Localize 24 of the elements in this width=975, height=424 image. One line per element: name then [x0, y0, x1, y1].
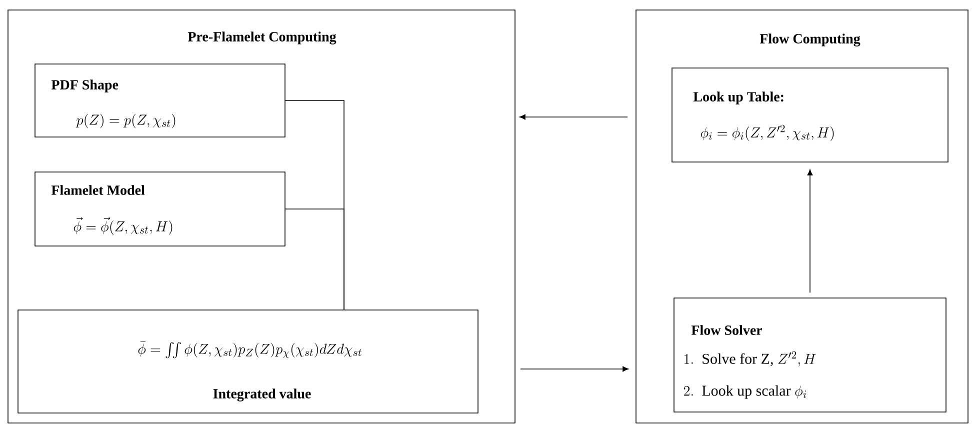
box-heading: Look up Table: — [693, 92, 784, 104]
box-heading: Flow Solver — [691, 325, 762, 335]
box-heading: Flamelet Model — [51, 185, 145, 195]
connector-line — [285, 208, 344, 310]
arrow — [519, 114, 628, 120]
arrow — [807, 169, 813, 293]
process-box — [34, 64, 286, 138]
process-box — [674, 298, 946, 412]
process-box — [672, 68, 948, 162]
formula: $\phi_i = \phi_i(Z, Z'^{2}, \chi_{st}, H)$ — [700, 124, 834, 141]
group-box — [636, 10, 968, 424]
process-box — [18, 310, 478, 414]
formula: $2.\ \ \text{Look up scalar } \phi_i$ — [684, 385, 806, 399]
formula: $p(Z) = p(Z, \chi_{st})$ — [76, 114, 176, 128]
formula: $\bar{\phi} = \iint \phi(Z, \chi_{st}) p_Z(Z) p_\chi(\chi_{st}) dZ d\chi_{st}$ — [138, 342, 362, 358]
process-box — [34, 172, 286, 246]
group-title: Flow Computing — [760, 34, 860, 46]
formula: $1.\ \ \text{Solve for Z, } Z'^{2}, H$ — [684, 351, 816, 367]
formula: $\vec{\phi} = \vec{\phi}(Z, \chi_{st}, H)$ — [74, 217, 172, 235]
box-heading: Integrated value — [213, 388, 311, 402]
box-heading: PDF Shape — [51, 80, 118, 92]
group-box — [8, 10, 516, 424]
group-title: Pre-Flamelet Computing — [188, 32, 336, 44]
arrow — [520, 366, 629, 372]
